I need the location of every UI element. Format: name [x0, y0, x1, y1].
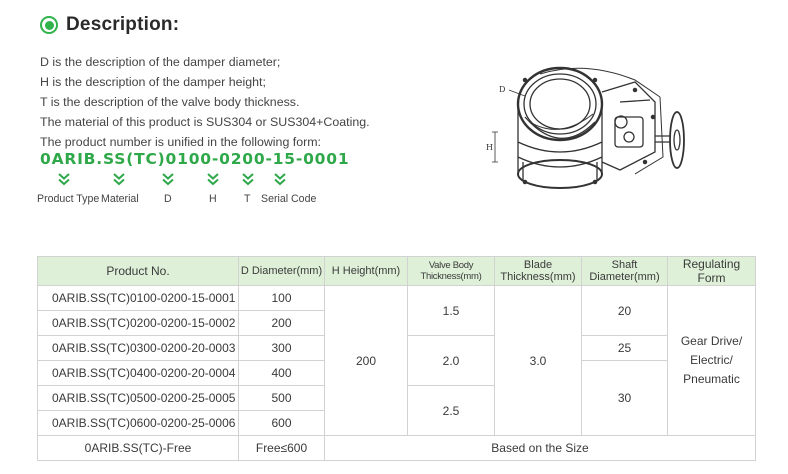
header-h-height: H Height(mm)	[324, 256, 408, 286]
table-row: 0ARIB.SS(TC)0200-0200-15-0002 200	[37, 310, 756, 336]
cell-shaft-diameter: 25	[581, 335, 668, 361]
table-row-free: 0ARIB.SS(TC)-Free Free≤600 Based on the …	[37, 435, 756, 461]
code-label-t: T	[244, 193, 251, 205]
double-chevron-down-icon	[273, 172, 287, 186]
description-list: D is the description of the damper diame…	[40, 52, 370, 152]
double-chevron-down-icon	[112, 172, 126, 186]
code-label-serial-code: Serial Code	[261, 193, 317, 205]
table-row: 0ARIB.SS(TC)0300-0200-20-0003 300 2.0 25	[37, 335, 756, 386]
damper-drawing: D H	[486, 66, 685, 189]
regulating-form-line: Pneumatic	[683, 372, 740, 386]
cell-product-no: 0ARIB.SS(TC)0400-0200-20-0004	[37, 360, 239, 386]
cell-shaft-diameter: 20	[581, 285, 668, 336]
header-product-no: Product No.	[37, 256, 239, 286]
drawing-label-h: H	[486, 143, 493, 152]
double-chevron-down-icon	[161, 172, 175, 186]
cell-d-diameter: Free≤600	[238, 435, 325, 461]
description-line: The product number is unified in the fol…	[40, 135, 321, 149]
regulating-form-line: Electric/	[690, 353, 733, 367]
code-label-material: Material	[101, 193, 139, 205]
double-chevron-down-icon	[206, 172, 220, 186]
cell-product-no: 0ARIB.SS(TC)0200-0200-15-0002	[37, 310, 239, 336]
table-row: 0ARIB.SS(TC)0400-0200-20-0004 400 30	[37, 360, 756, 436]
code-label-h: H	[209, 193, 217, 205]
cell-d-diameter: 600	[238, 410, 325, 436]
drawing-label-d: D	[499, 85, 505, 94]
double-chevron-down-icon	[57, 172, 71, 186]
cell-valve-thickness: 1.5	[407, 285, 495, 336]
product-code: 0ARIB.SS(TC)0100-0200-15-0001	[40, 150, 350, 168]
header-blade-thickness: Blade Thickness(mm)	[494, 256, 582, 286]
header-regulating-form: Regulating Form	[667, 256, 756, 286]
header-d-diameter: D Diameter(mm)	[238, 256, 325, 286]
cell-product-no: 0ARIB.SS(TC)0500-0200-25-0005	[37, 385, 239, 411]
section-title: Description:	[66, 14, 180, 35]
cell-d-diameter: 400	[238, 360, 325, 386]
cell-product-no: 0ARIB.SS(TC)-Free	[37, 435, 239, 461]
table-header-row: Product No. D Diameter(mm) H Height(mm) …	[37, 256, 756, 286]
cell-d-diameter: 300	[238, 335, 325, 361]
cell-d-diameter: 100	[238, 285, 325, 311]
description-line: D is the description of the damper diame…	[40, 55, 281, 69]
cell-d-diameter: 200	[238, 310, 325, 336]
regulating-form-line: Gear Drive/	[680, 334, 743, 348]
cell-product-no: 0ARIB.SS(TC)0300-0200-20-0003	[37, 335, 239, 361]
cell-product-no: 0ARIB.SS(TC)0100-0200-15-0001	[37, 285, 239, 311]
cell-d-diameter: 500	[238, 385, 325, 411]
cell-valve-thickness: 2.5	[407, 385, 495, 436]
description-line: H is the description of the damper heigh…	[40, 75, 266, 89]
double-chevron-down-icon	[241, 172, 255, 186]
cell-blade-thickness: 3.0	[494, 285, 582, 436]
description-line: T is the description of the valve body t…	[40, 95, 300, 109]
section-heading: Description:	[40, 14, 179, 36]
cell-based-on-size: Based on the Size	[324, 435, 756, 461]
code-label-d: D	[164, 193, 172, 205]
header-valve-body-thickness: Valve Body Thickness(mm)	[407, 256, 495, 286]
header-shaft-diameter: Shaft Diameter(mm)	[581, 256, 668, 286]
bullet-circle-icon	[40, 16, 58, 34]
description-line: The material of this product is SUS304 o…	[40, 115, 370, 129]
cell-product-no: 0ARIB.SS(TC)0600-0200-25-0006	[37, 410, 239, 436]
cell-h-height: 200	[324, 285, 408, 436]
cell-shaft-diameter: 30	[581, 360, 668, 436]
spec-table: Product No. D Diameter(mm) H Height(mm) …	[37, 256, 756, 461]
table-row: 0ARIB.SS(TC)0100-0200-15-0001 100 200 1.…	[37, 285, 756, 436]
cell-regulating-form: Gear Drive/ Electric/ Pneumatic	[667, 285, 756, 436]
cell-valve-thickness: 2.0	[407, 335, 495, 386]
code-label-product-type: Product Type	[37, 193, 100, 205]
